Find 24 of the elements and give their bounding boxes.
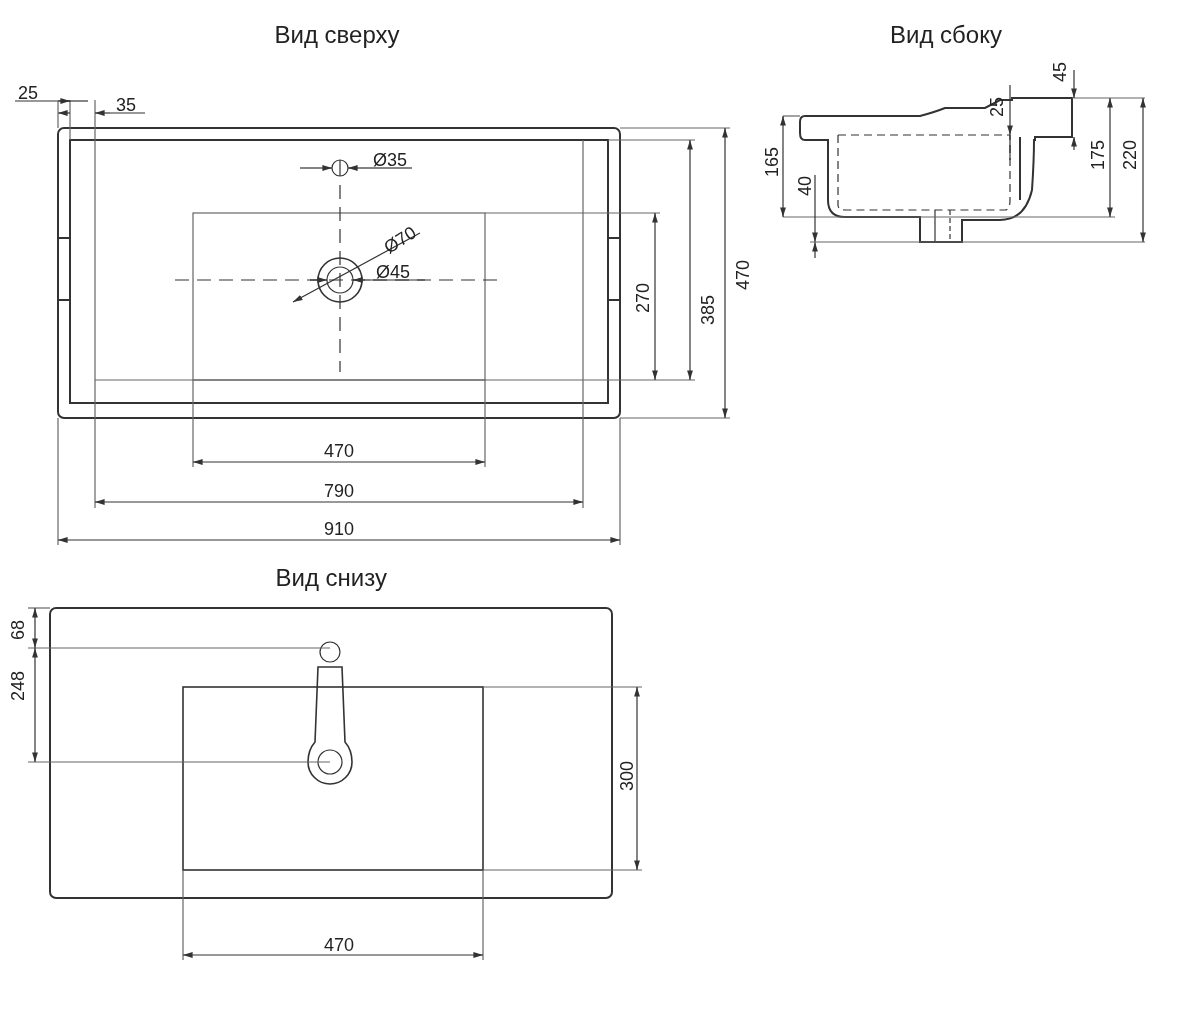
dimension-label: 35	[116, 96, 137, 114]
dimension-label: 385	[699, 295, 717, 325]
dimension-label: 270	[634, 283, 652, 313]
dimension-label: Ø70	[380, 223, 420, 257]
dimension-label: 68	[9, 620, 27, 640]
dimension-label: 25	[988, 97, 1006, 117]
dimension-label: 45	[1051, 62, 1069, 82]
dimension-label: 790	[324, 482, 355, 500]
dimension-label: 220	[1121, 140, 1139, 170]
dimension-label: 300	[618, 761, 636, 791]
dimension-label: 248	[9, 671, 27, 701]
dimension-label: Ø35	[373, 151, 408, 169]
dimension-label: 175	[1089, 140, 1107, 170]
dimension-label: 910	[324, 520, 355, 538]
view-title: Вид снизу	[275, 566, 387, 590]
view-title: Вид сбоку	[890, 23, 1002, 47]
dimension-label: 40	[796, 176, 814, 196]
dimension-label: 25	[18, 84, 39, 102]
dimension-label: 470	[324, 936, 355, 954]
view-title: Вид сверху	[274, 23, 400, 47]
dimension-label: 165	[763, 147, 781, 177]
dimension-label: 470	[324, 442, 355, 460]
dimension-label: 470	[734, 260, 752, 290]
dimension-label: Ø45	[376, 263, 411, 281]
